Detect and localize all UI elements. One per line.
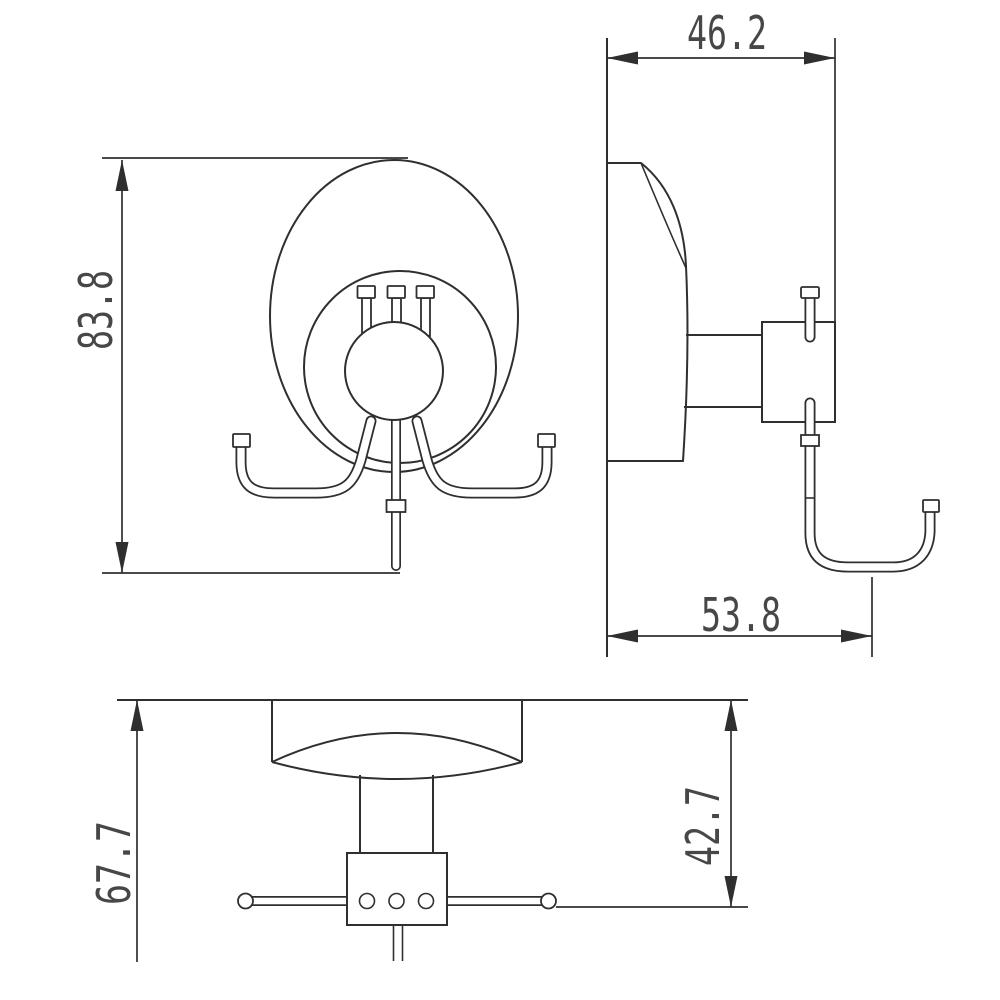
dome-face-lower-arc <box>271 761 523 780</box>
dimension-label-side-hook-depth: 53.8 <box>701 588 781 642</box>
dome-face-upper-arc <box>271 732 523 763</box>
prong-right-cap <box>415 285 435 299</box>
dimension-bottom-hook-tip-depth: 42.7 <box>556 700 748 908</box>
swing-arm-right <box>440 892 557 910</box>
hub-block <box>761 321 836 423</box>
center-stem-bottom <box>392 925 404 961</box>
prong-left-cap <box>356 285 376 299</box>
arrowhead-down-icon <box>115 542 129 573</box>
arrowhead-up-icon <box>115 160 129 191</box>
backplate-face-edge <box>640 162 687 269</box>
bottom-view: 67.7 <box>87 699 748 962</box>
dimension-label-bottom-hook-tip-depth: 42.7 <box>676 786 730 866</box>
backplate-bottom <box>271 700 523 853</box>
upper-prong-cap <box>800 286 820 299</box>
arrowhead-left-icon <box>607 629 638 643</box>
swing-arm-right-tip <box>540 892 557 910</box>
hook-left <box>232 415 377 499</box>
dimension-front-height: 83.8 <box>69 157 408 574</box>
side-view: 46.2 53.8 <box>606 6 940 657</box>
dimension-label-front-height: 83.8 <box>69 270 123 350</box>
hook-left-tip-cap <box>232 433 251 448</box>
hub-hole-left <box>358 892 376 910</box>
dimension-label-side-depth: 46.2 <box>687 6 767 60</box>
hook-right-tip-cap <box>537 433 556 448</box>
dimension-bottom-total-depth: 67.7 <box>87 700 144 962</box>
upper-prong-side <box>800 286 820 343</box>
front-view: 83.8 <box>69 157 556 574</box>
dimension-side-hook-depth: 53.8 <box>607 577 873 657</box>
swing-arm-left-tip <box>237 892 254 910</box>
arrowhead-up-icon <box>130 700 144 731</box>
hub-circle <box>344 321 444 421</box>
hub-hole-middle <box>388 892 405 910</box>
arrowhead-left-icon <box>607 51 638 65</box>
lower-hook-collar <box>800 434 820 447</box>
lower-hook-tip-cap <box>922 499 940 513</box>
hook-right <box>411 415 556 499</box>
prong-middle-cap <box>386 285 406 299</box>
hub-hole-right <box>417 892 435 910</box>
backplate-profile <box>607 162 689 462</box>
arrowhead-up-icon <box>724 700 738 731</box>
center-stem <box>385 409 407 571</box>
dimension-side-depth: 46.2 <box>607 6 835 65</box>
dimension-label-bottom-total-depth: 67.7 <box>87 821 141 905</box>
arrowhead-right-icon <box>841 629 872 643</box>
arrowhead-right-icon <box>804 51 835 65</box>
swing-arm-left <box>237 892 354 910</box>
lower-hook-side <box>800 397 940 573</box>
stem-collar <box>385 499 407 513</box>
arrowhead-down-icon <box>724 876 738 907</box>
hub-block-bottom <box>346 852 448 926</box>
